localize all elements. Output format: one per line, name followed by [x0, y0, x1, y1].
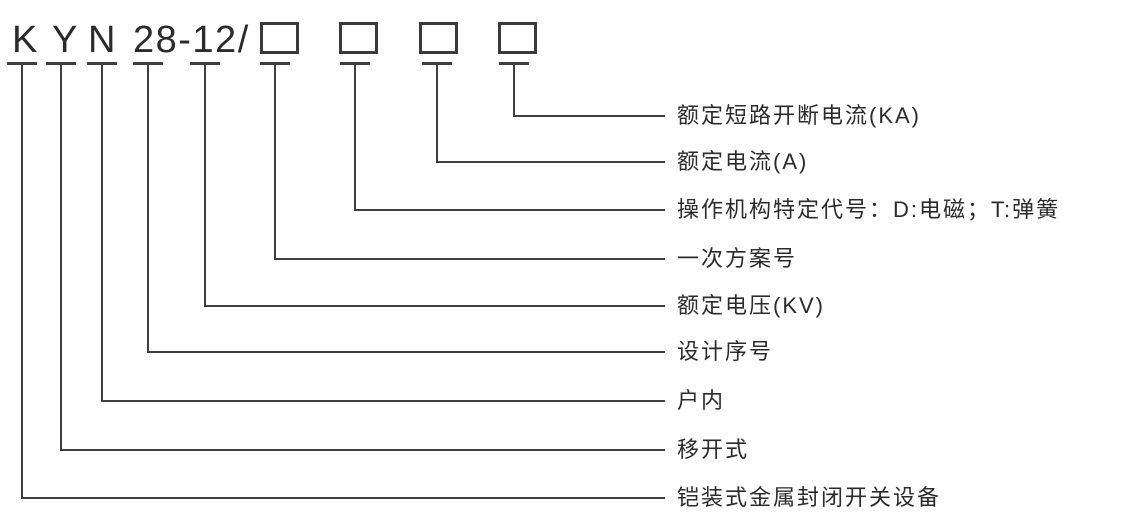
meaning-label-box4: 额定短路开断电流(KA)	[677, 103, 922, 128]
connector-vertical-box4	[513, 62, 515, 117]
connector-vertical-K	[21, 62, 23, 499]
meaning-label-K: 铠装式金属封闭开关设备	[677, 485, 942, 510]
meaning-label-28: 设计序号	[677, 339, 774, 364]
connector-horizontal-28	[147, 351, 665, 353]
meaning-label-N: 户内	[677, 388, 726, 413]
meaning-label-box2: 操作机构特定代号：D:电磁；T:弹簧	[677, 197, 1061, 222]
model-code-segment-3: 28-12/	[133, 19, 250, 61]
connector-vertical-28	[147, 62, 149, 353]
connector-horizontal-box4	[513, 115, 665, 117]
connector-horizontal-box1	[274, 258, 665, 260]
meaning-label-box1: 一次方案号	[677, 246, 798, 271]
connector-vertical-box1	[274, 62, 276, 260]
code-placeholder-box-4	[498, 22, 537, 54]
connector-vertical-box2	[354, 62, 356, 211]
connector-horizontal-K	[21, 497, 665, 499]
meaning-label-12: 额定电压(KV)	[677, 293, 826, 318]
code-placeholder-box-1	[260, 22, 299, 54]
connector-horizontal-box2	[354, 209, 665, 211]
connector-vertical-12	[204, 62, 206, 307]
code-placeholder-box-2	[339, 22, 378, 54]
code-placeholder-box-3	[419, 22, 458, 54]
connector-horizontal-N	[101, 400, 665, 402]
connector-horizontal-12	[204, 305, 665, 307]
connector-horizontal-box3	[436, 161, 665, 163]
connector-vertical-Y	[60, 62, 62, 451]
model-code-segment-1: Y	[52, 19, 79, 61]
meaning-label-box3: 额定电流(A)	[677, 149, 809, 174]
meaning-label-Y: 移开式	[677, 437, 750, 462]
model-code-segment-2: N	[88, 19, 117, 61]
connector-vertical-N	[101, 62, 103, 402]
model-code-segment-0: K	[12, 19, 39, 61]
connector-vertical-box3	[436, 62, 438, 163]
connector-horizontal-Y	[60, 449, 665, 451]
